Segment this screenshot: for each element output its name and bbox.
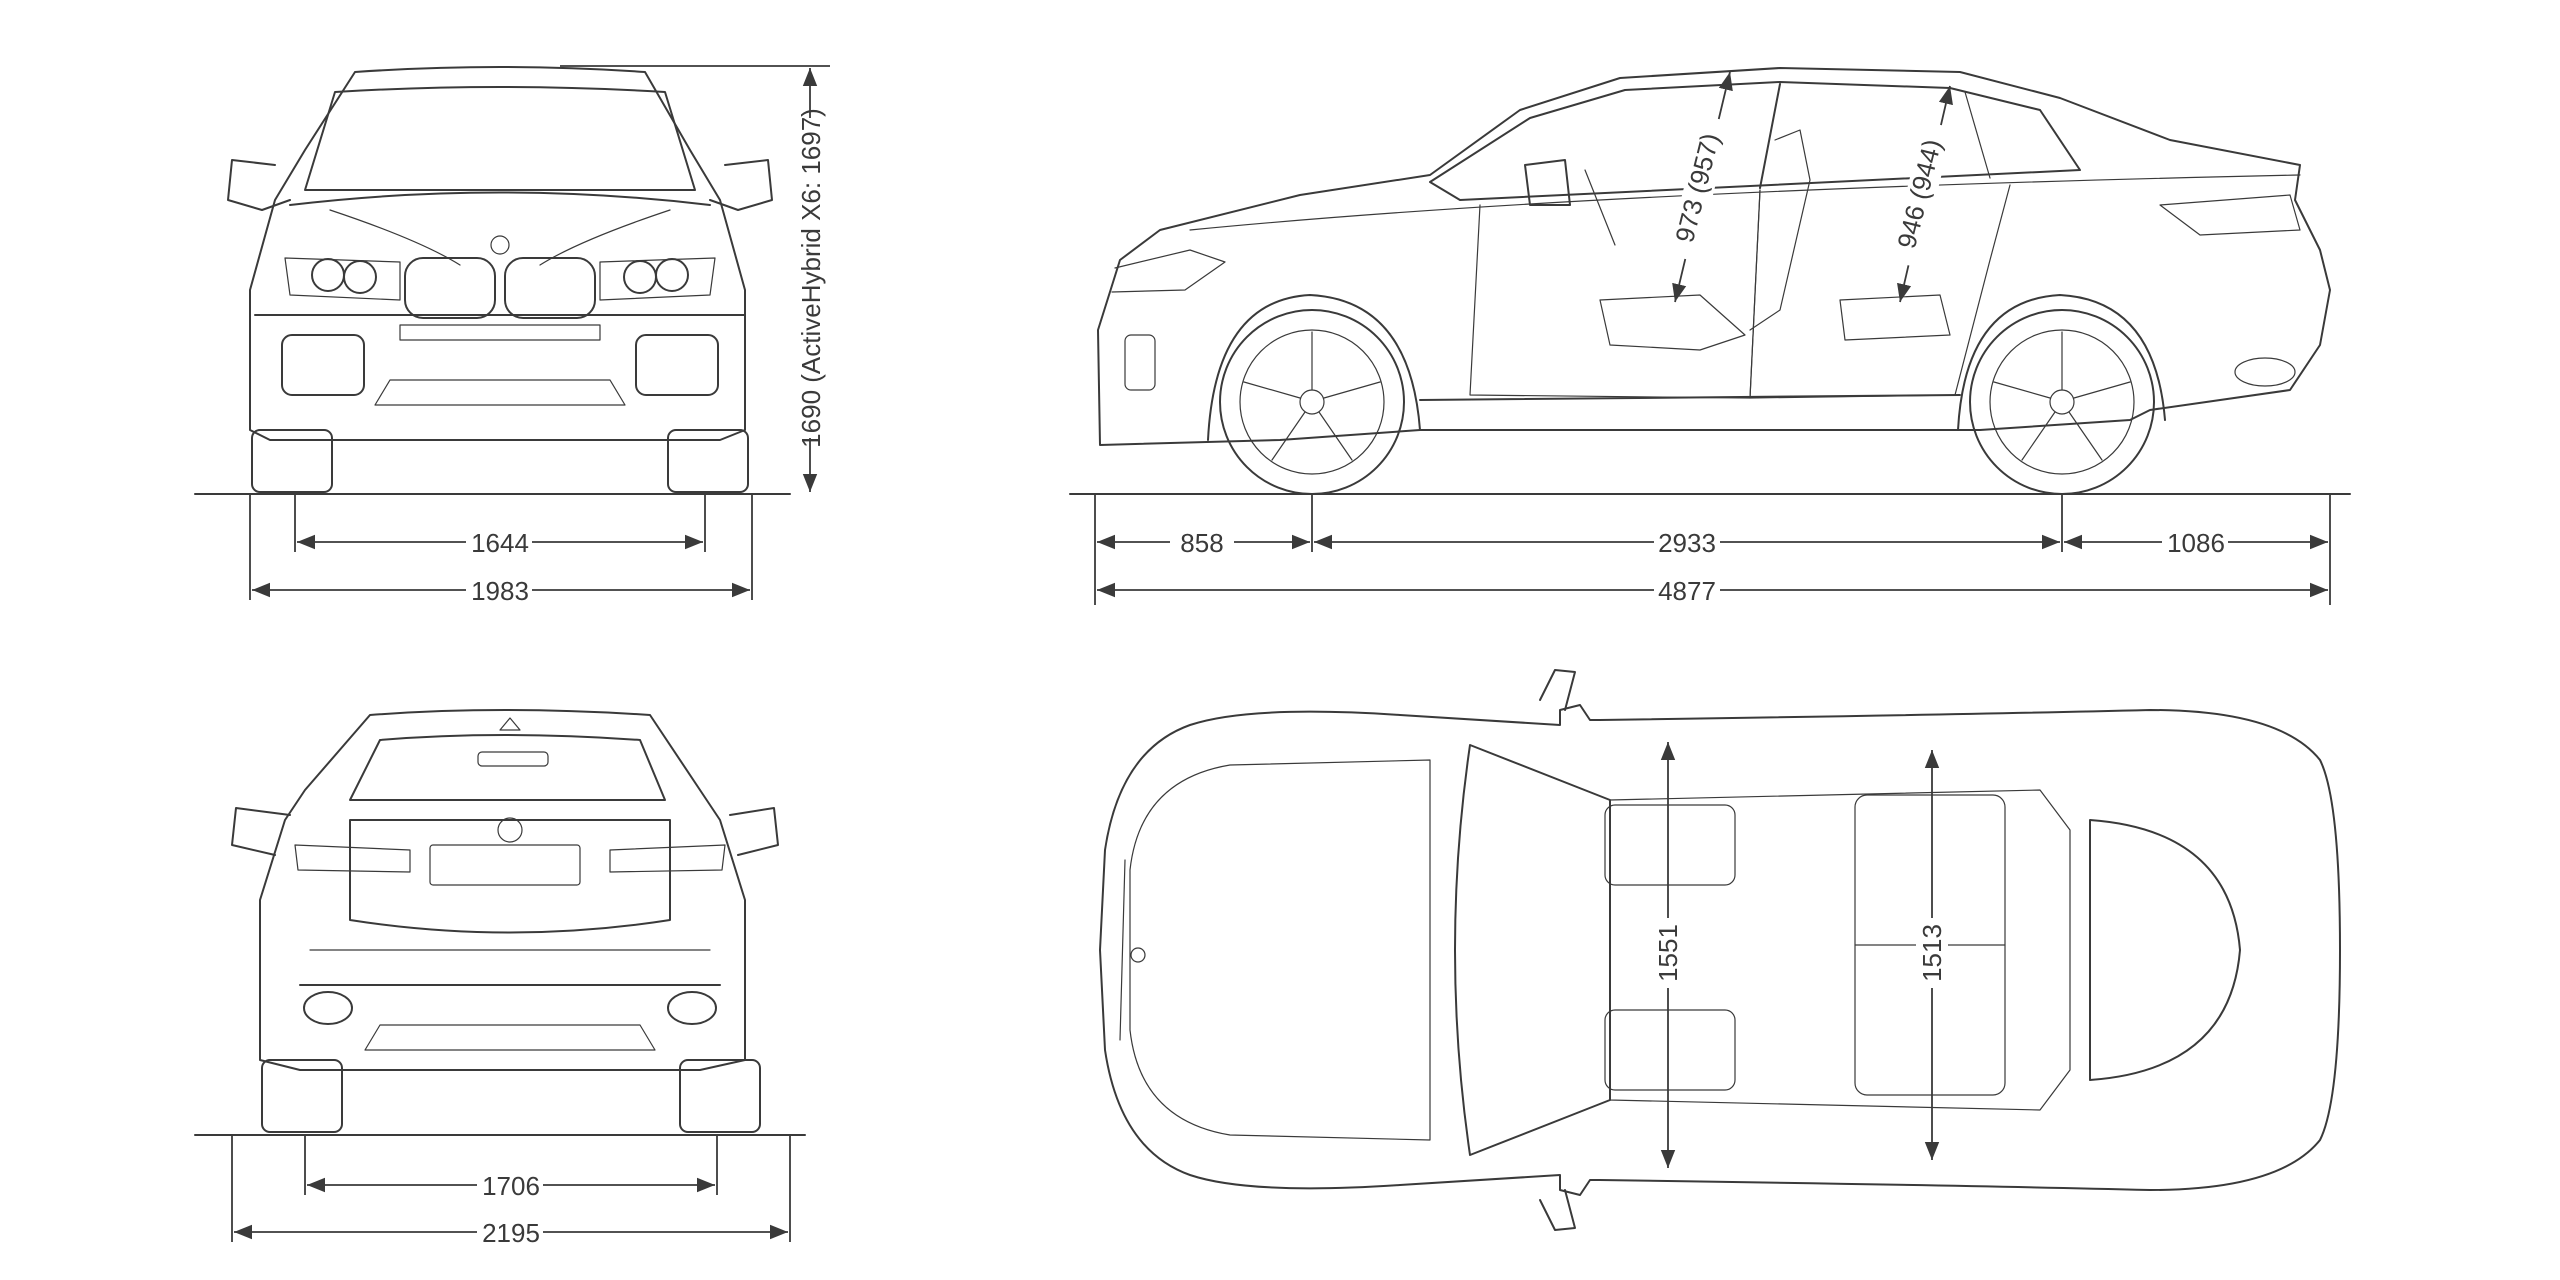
rear-interior-width-label: 1513 [1917,924,1947,982]
front-overhang-label: 858 [1180,528,1223,558]
front-interior-width-label: 1551 [1653,924,1683,982]
wheelbase-label: 2933 [1658,528,1716,558]
rear-view [194,709,806,1136]
top-view [1099,669,2341,1231]
rear-track-label: 1706 [482,1171,540,1201]
rear-overhang-label: 1086 [2167,528,2225,558]
dimension-labels: 1644 1983 1690 (ActiveHybrid X6: 1697) 8… [466,108,2228,1248]
front-width-label: 1983 [471,576,529,606]
front-track-label: 1644 [471,528,529,558]
height-label: 1690 (ActiveHybrid X6: 1697) [796,108,826,448]
dimension-lines [231,65,2331,1242]
rear-headroom-label: 946 (944) [1891,136,1947,251]
front-view [194,66,791,495]
length-label: 4877 [1658,576,1716,606]
rear-width-label: 2195 [482,1218,540,1248]
